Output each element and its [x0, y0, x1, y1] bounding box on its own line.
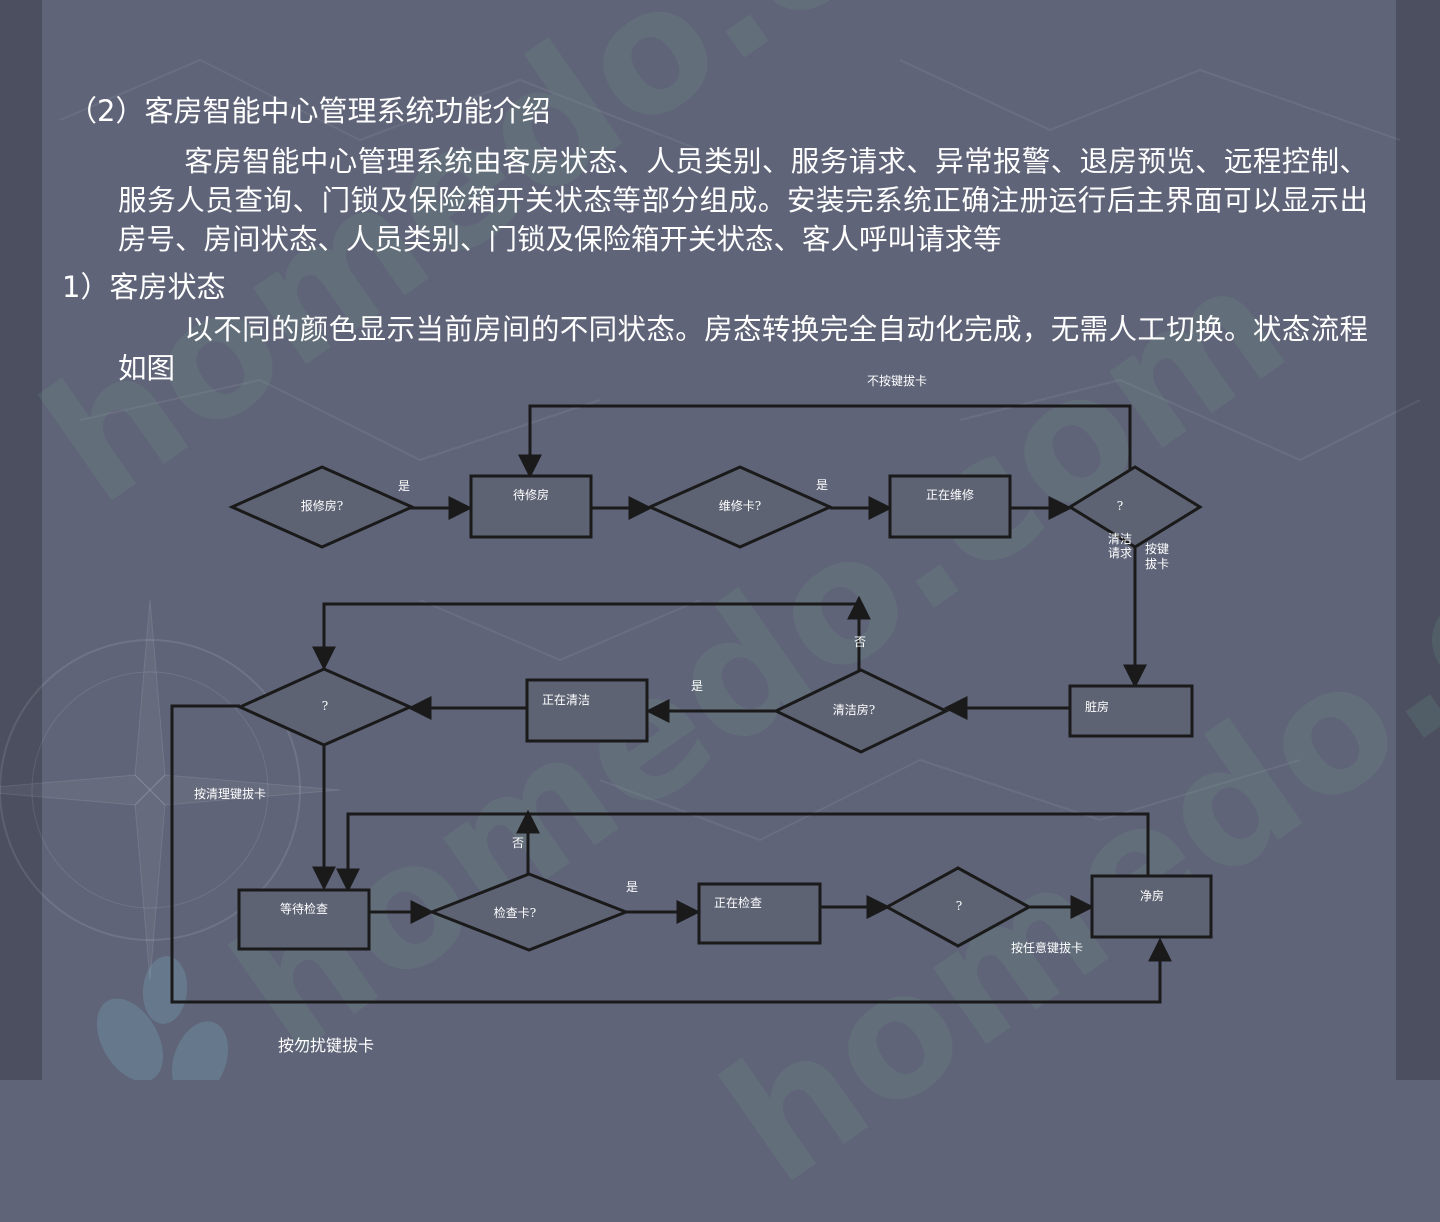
edge-label-no-1: 否	[854, 635, 866, 649]
edge-label-press-key-1: 按键	[1145, 542, 1169, 556]
background-decoration	[0, 58, 1421, 1080]
edge-label-yes-2: 是	[816, 478, 828, 492]
label-report-repair: 报修房?	[301, 498, 343, 513]
node-report-repair	[228, 465, 416, 549]
logo-petals-icon	[96, 956, 229, 1080]
edge-label-no-2: 否	[512, 836, 524, 850]
edge-label-clean-request-2: 请求	[1108, 546, 1132, 560]
compass-rose-icon	[0, 599, 341, 981]
status-paragraph: 以不同的颜色显示当前房间的不同状态。房态转换完全自动化完成，无需人工切换。状态流…	[118, 310, 1368, 388]
edge-label-yes-1: 是	[398, 479, 410, 493]
label-repair-card: 维修卡?	[719, 498, 761, 513]
edge-label-no-pull-card: 不按键拔卡	[867, 373, 927, 388]
edge-clean-loop	[336, 812, 1150, 893]
label-decision-bottom: ?	[956, 899, 962, 913]
label-clean-room: 净房	[1140, 888, 1164, 903]
node-waiting-check	[237, 888, 371, 951]
slide-heading: （2）客房智能中心管理系统功能介绍	[68, 94, 551, 128]
node-clean-room-q	[772, 668, 950, 754]
intro-paragraph-text: 客房智能中心管理系统由客房状态、人员类别、服务请求、异常报警、退房预览、远程控制…	[118, 145, 1368, 256]
label-pending-repair: 待修房	[513, 487, 549, 502]
edge-label-yes-4: 是	[626, 880, 638, 894]
label-check-card: 检查卡?	[494, 905, 536, 920]
edge-label-yes-3: 是	[691, 679, 703, 693]
edge-label-press-dnd-key: 按勿扰键拔卡	[278, 1036, 375, 1055]
node-dirty-room	[1068, 684, 1194, 738]
node-decision-bottom	[883, 866, 1033, 948]
right-band	[1396, 0, 1440, 1080]
label-clean-room-q: 清洁房?	[833, 702, 875, 717]
section-subheading: 1）客房状态	[62, 270, 226, 304]
status-paragraph-text: 以不同的颜色显示当前房间的不同状态。房态转换完全自动化完成，无需人工切换。状态流…	[118, 313, 1368, 385]
intro-paragraph: 客房智能中心管理系统由客房状态、人员类别、服务请求、异常报警、退房预览、远程控制…	[118, 142, 1368, 259]
node-decision-mid	[236, 667, 414, 747]
edge-dnd-to-clean	[170, 704, 1172, 1004]
node-checking	[697, 882, 822, 945]
edge-label-press-key-2: 拔卡	[1145, 556, 1169, 571]
label-waiting-check: 等待检查	[280, 901, 328, 916]
node-under-repair	[888, 474, 1012, 539]
node-cleaning	[525, 678, 649, 743]
label-dirty-room: 脏房	[1085, 699, 1109, 714]
edge-label-press-any-key: 按任意键拔卡	[1011, 940, 1083, 955]
node-pending-repair	[469, 474, 593, 539]
node-check-card	[427, 872, 631, 952]
label-cleaning: 正在清洁	[542, 693, 590, 707]
label-decision-mid: ?	[322, 699, 328, 713]
left-band	[0, 0, 42, 1080]
node-decision-top	[1067, 465, 1203, 549]
label-under-repair: 正在维修	[926, 487, 974, 502]
edge-label-press-clean-key: 按清理键拔卡	[194, 786, 266, 801]
node-clean-room	[1090, 874, 1213, 939]
label-decision-top: ?	[1117, 499, 1123, 513]
label-checking: 正在检查	[714, 895, 762, 910]
edge-loop-no-pull	[518, 404, 1132, 479]
edge-no-loop-mid	[312, 602, 859, 671]
edge-label-clean-request-1: 清洁	[1108, 532, 1132, 546]
node-repair-card	[646, 465, 834, 549]
room-status-flowchart: 报修房? 待修房 维修卡? 正在维修 ? 脏房 清洁房? 正在清洁 ? 等待检查…	[170, 373, 1213, 1004]
